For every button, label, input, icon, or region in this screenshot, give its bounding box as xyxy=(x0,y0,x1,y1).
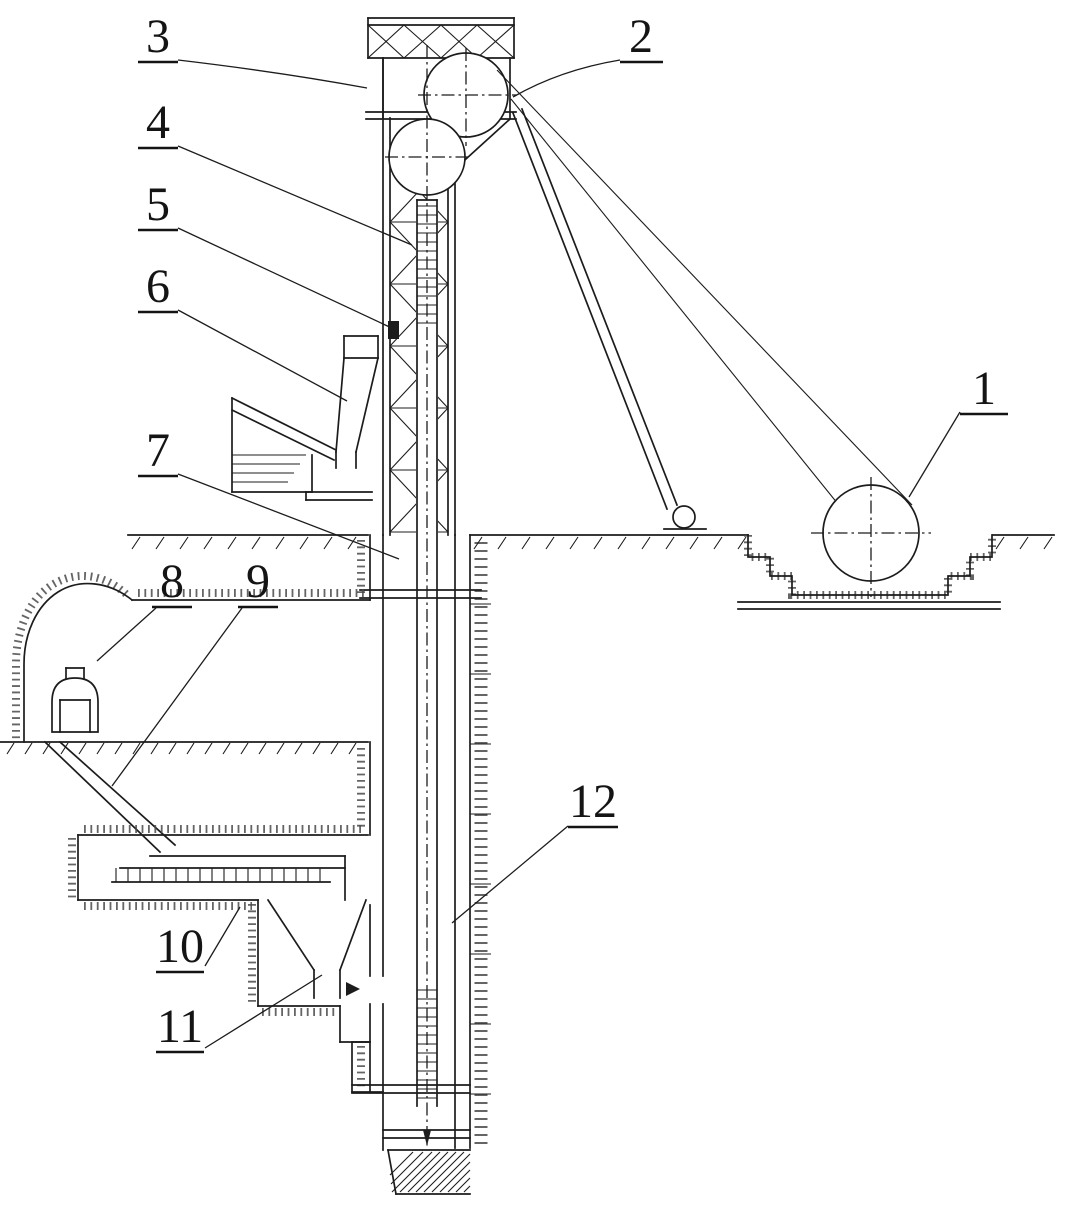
label-1-text: 1 xyxy=(972,362,996,415)
bin-funnel xyxy=(335,357,345,453)
headframe-top xyxy=(365,17,517,146)
label-3: 3 xyxy=(138,10,368,89)
label-9-leader xyxy=(111,607,243,787)
label-8: 8 xyxy=(96,555,192,662)
label-10: 10 xyxy=(156,906,241,974)
portal-stipple xyxy=(12,571,129,740)
hoist-guide-column xyxy=(416,199,438,1107)
feeder-grate-ticks xyxy=(115,868,321,882)
label-5-text: 5 xyxy=(146,178,170,231)
tunnel-floor-hatch xyxy=(6,742,357,755)
label-9-text: 9 xyxy=(246,555,270,608)
tunnel-portal-arch xyxy=(23,582,134,743)
label-6-text: 6 xyxy=(146,260,170,313)
label-11-leader xyxy=(204,974,323,1049)
label-5-leader xyxy=(177,227,397,331)
guide-clamp xyxy=(388,321,399,339)
label-1-leader xyxy=(908,411,961,498)
shaft-ring-ticks xyxy=(470,603,491,1095)
label-6-leader xyxy=(177,309,348,402)
discharge-arrow xyxy=(346,982,360,996)
guide-column-mask xyxy=(416,200,438,1106)
label-8-text: 8 xyxy=(160,555,184,608)
label-1: 1 xyxy=(908,362,1008,498)
mine-car xyxy=(51,677,99,733)
label-7-leader xyxy=(177,473,400,560)
label-7-text: 7 xyxy=(146,424,170,477)
winch-pit xyxy=(737,477,1001,610)
upper-tunnel xyxy=(0,571,371,755)
label-9: 9 xyxy=(111,555,278,787)
label-12: 12 xyxy=(451,775,618,924)
hoist-rope-lower xyxy=(510,98,843,510)
label-12-leader xyxy=(451,825,569,924)
axis-arrowhead xyxy=(423,1130,431,1146)
label-3-text: 3 xyxy=(146,10,170,63)
backstay-strut xyxy=(511,111,669,511)
label-4-leader xyxy=(177,145,413,246)
label-2-leader xyxy=(512,59,621,98)
label-2: 2 xyxy=(512,10,663,98)
label-10-text: 10 xyxy=(156,920,204,973)
label-10-leader xyxy=(204,906,241,967)
label-4-text: 4 xyxy=(146,96,170,149)
hoist-ropes xyxy=(496,69,913,530)
label-12-text: 12 xyxy=(569,775,617,828)
hoist-rope-upper xyxy=(496,69,913,506)
ground-surface xyxy=(127,534,1055,550)
label-4: 4 xyxy=(138,96,413,246)
loading-chamber xyxy=(68,825,371,1043)
label-7: 7 xyxy=(138,424,400,560)
shaft-sump-hatch xyxy=(387,1149,471,1195)
ladder-rungs-bottom xyxy=(417,989,437,1099)
deflection-sheave xyxy=(672,505,696,529)
ground-hatch-ticks xyxy=(131,536,1053,550)
label-5: 5 xyxy=(138,178,397,331)
label-2-text: 2 xyxy=(629,10,653,63)
charging-launder xyxy=(230,396,338,452)
label-11: 11 xyxy=(156,974,323,1054)
surface-loading-bin xyxy=(230,321,399,501)
label-6: 6 xyxy=(138,260,348,402)
callout-labels: 1 2 3 4 5 6 7 xyxy=(96,10,1008,1054)
shaft-center-axis xyxy=(423,45,431,1148)
label-11-text: 11 xyxy=(157,1000,203,1053)
label-3-leader xyxy=(177,59,368,89)
label-8-leader xyxy=(96,607,157,662)
shaft-walls xyxy=(351,534,491,1195)
